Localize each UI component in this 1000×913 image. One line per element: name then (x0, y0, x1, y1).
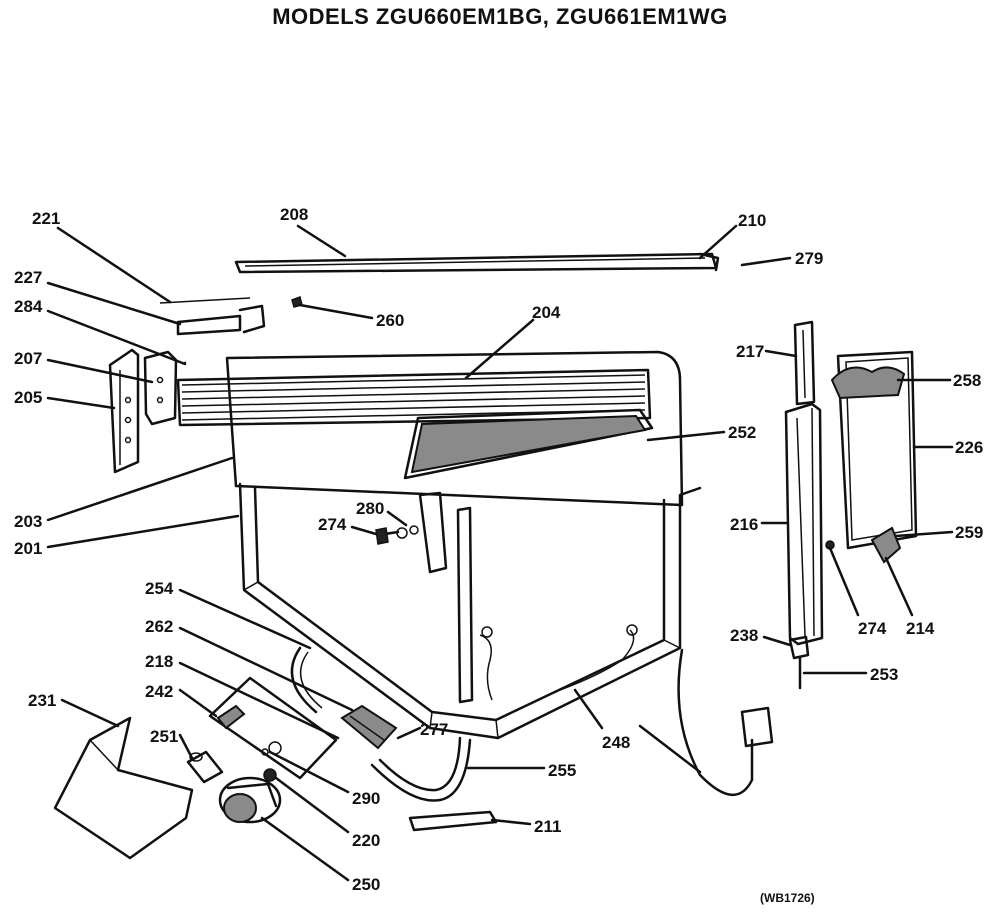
callout-238: 238 (730, 626, 758, 645)
part-channel-217 (793, 320, 816, 406)
callout-208: 208 (280, 205, 308, 224)
callout-251: 251 (150, 727, 178, 746)
part-plate-211 (408, 810, 498, 832)
callout-211: 211 (534, 817, 561, 836)
callout-248: 248 (602, 733, 630, 752)
callout-207: 207 (14, 349, 42, 368)
callout-277: 277 (420, 720, 448, 739)
callout-260: 260 (376, 311, 404, 330)
part-channel-216 (784, 402, 835, 646)
part-side-bracket-205 (108, 348, 140, 474)
callout-253: 253 (870, 665, 898, 684)
callout-284: 284 (14, 297, 43, 316)
leader-lines (46, 224, 954, 882)
callout-231: 231 (28, 691, 56, 710)
callout-258: 258 (953, 371, 981, 390)
callout-252: 252 (728, 423, 756, 442)
part-motor-250 (218, 776, 282, 824)
part-side-cover-231 (53, 716, 194, 860)
callout-290: 290 (352, 789, 380, 808)
callout-205: 205 (14, 388, 42, 407)
callout-262: 262 (145, 617, 173, 636)
callout-214: 214 (906, 619, 935, 638)
part-drain-tube-255 (370, 736, 472, 802)
part-capacitor-251 (186, 750, 224, 784)
reference-code: (WB1726) (760, 891, 815, 905)
callout-250: 250 (352, 875, 380, 894)
part-base-pan (238, 482, 702, 740)
callout-279: 279 (795, 249, 823, 268)
callout-254: 254 (145, 579, 174, 598)
callout-201: 201 (14, 539, 42, 558)
part-washer-220 (263, 768, 277, 782)
part-tube-254 (290, 646, 323, 714)
part-switch-262 (340, 704, 398, 750)
part-clip-238 (788, 635, 810, 690)
part-filter (403, 408, 654, 480)
part-bracket-227 (159, 296, 303, 336)
callout-226: 226 (955, 438, 983, 457)
part-side-panel-226 (830, 350, 918, 564)
callout-274-right: 274 (858, 619, 887, 638)
callout-242: 242 (145, 682, 173, 701)
callout-labels: 221 208 210 279 227 260 284 204 207 205 … (14, 205, 983, 894)
part-side-bracket-207 (143, 350, 187, 426)
part-power-cord-248 (677, 648, 774, 797)
callout-221: 221 (32, 209, 60, 228)
part-top-rail (234, 252, 720, 274)
callout-255: 255 (548, 761, 576, 780)
part-front-housing (176, 350, 684, 507)
callout-204: 204 (532, 303, 561, 322)
callout-216: 216 (730, 515, 758, 534)
part-screw-274-left (375, 525, 419, 545)
callout-220: 220 (352, 831, 380, 850)
models-title: MODELS ZGU660EM1BG, ZGU661EM1WG (272, 4, 728, 29)
callout-274-left: 274 (318, 515, 347, 534)
callout-227: 227 (14, 268, 42, 287)
callout-210: 210 (738, 211, 766, 230)
callout-280: 280 (356, 499, 384, 518)
callout-259: 259 (955, 523, 983, 542)
callout-218: 218 (145, 652, 173, 671)
callout-203: 203 (14, 512, 42, 531)
callout-217: 217 (736, 342, 764, 361)
